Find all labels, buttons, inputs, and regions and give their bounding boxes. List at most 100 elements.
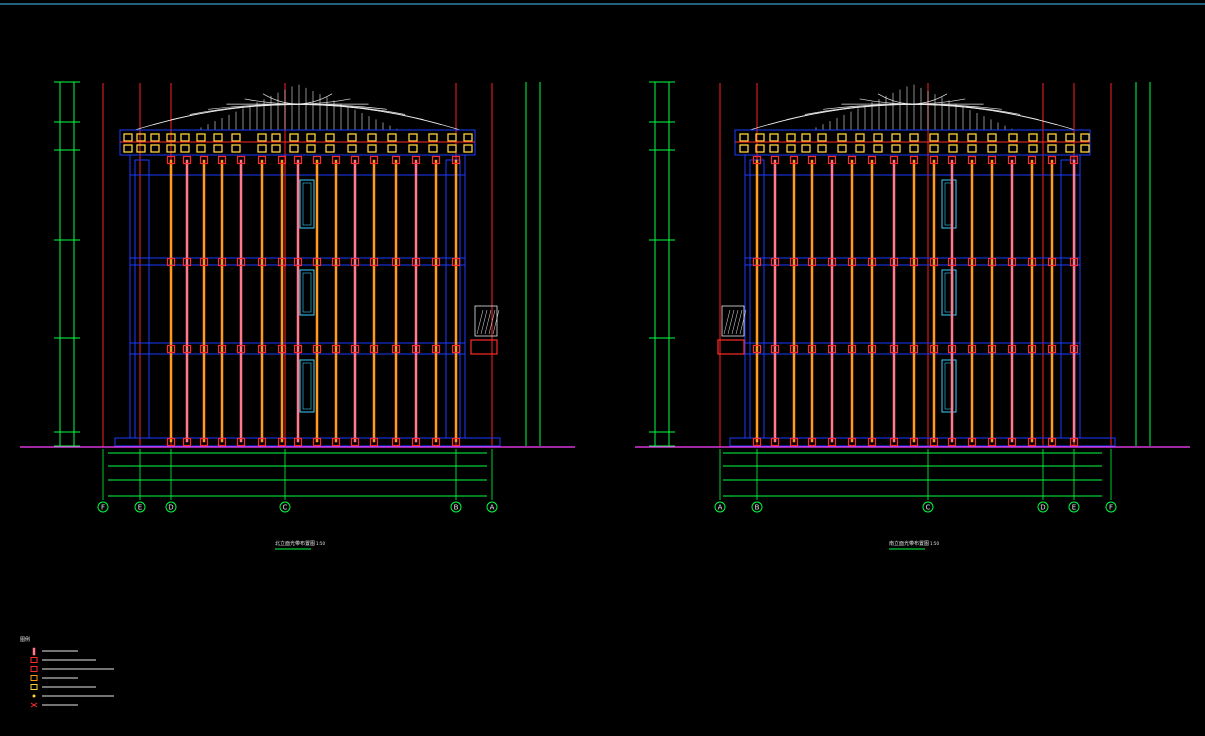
light-node (199, 257, 209, 267)
light-node (847, 257, 857, 267)
light-rod (296, 159, 300, 443)
light-node (929, 257, 939, 267)
light-node (293, 344, 303, 354)
light-rod (830, 159, 834, 443)
cornice-light (987, 133, 997, 142)
light-node (752, 437, 762, 447)
porch-hatch (727, 309, 735, 335)
light-node (257, 437, 267, 447)
axis-bubble (751, 501, 763, 513)
cornice-light (166, 133, 176, 142)
light-node (257, 155, 267, 165)
axis-label: F (101, 504, 105, 512)
light-node (1069, 257, 1079, 267)
cornice-light (447, 144, 457, 153)
legend-symbol-cross (30, 702, 38, 708)
axis-bubble (165, 501, 177, 513)
light-rod (334, 159, 338, 443)
cornice-light (150, 133, 160, 142)
axis-bubble (1037, 501, 1049, 513)
light-rod (850, 159, 854, 443)
porch-hatch (488, 309, 496, 335)
cornice-light (408, 133, 418, 142)
porch-hatch (723, 309, 731, 335)
light-rod (372, 159, 376, 443)
axis-label: C (926, 504, 931, 512)
cornice-light (257, 133, 267, 142)
light-rod (1010, 159, 1014, 443)
light-node (182, 155, 192, 165)
axis-label: A (718, 504, 723, 512)
cornice-light (801, 144, 811, 153)
axis-bubble (714, 501, 726, 513)
light-node (293, 437, 303, 447)
light-rod (755, 159, 759, 443)
light-node (967, 344, 977, 354)
cornice-light (801, 133, 811, 142)
light-node (867, 257, 877, 267)
cornice-light (837, 144, 847, 153)
cornice-light (123, 144, 133, 153)
light-node (350, 257, 360, 267)
cornice-light (166, 144, 176, 153)
light-node (331, 155, 341, 165)
light-node (987, 437, 997, 447)
cornice-light (1028, 133, 1038, 142)
light-node (909, 155, 919, 165)
porch-light (470, 339, 498, 355)
light-node (807, 257, 817, 267)
light-node (350, 437, 360, 447)
roof-tile-row (262, 93, 333, 105)
light-node (411, 155, 421, 165)
light-node (451, 155, 461, 165)
light-node (987, 257, 997, 267)
cornice-light (428, 133, 438, 142)
light-node (391, 155, 401, 165)
porch-hatch (492, 309, 500, 335)
axis-label: B (454, 504, 459, 512)
cornice-light (1028, 144, 1038, 153)
cornice-light (231, 144, 241, 153)
light-node (827, 437, 837, 447)
cornice-light (325, 133, 335, 142)
light-node (827, 344, 837, 354)
light-node (277, 155, 287, 165)
light-rod (950, 159, 954, 443)
light-node (166, 257, 176, 267)
cornice-light (817, 133, 827, 142)
porch-hatch (731, 309, 739, 335)
light-node (431, 344, 441, 354)
light-rod (280, 159, 284, 443)
light-node (236, 344, 246, 354)
light-node (929, 437, 939, 447)
cornice-light (1080, 144, 1090, 153)
light-node (827, 155, 837, 165)
cornice-light (817, 144, 827, 153)
cornice-light (739, 133, 749, 142)
light-node (1007, 344, 1017, 354)
light-node (889, 437, 899, 447)
light-node (166, 344, 176, 354)
cornice-light (855, 133, 865, 142)
legend-heading: 图例 (20, 636, 30, 643)
cornice-light (1008, 133, 1018, 142)
light-node (789, 155, 799, 165)
cornice-light (1065, 144, 1075, 153)
light-node (909, 344, 919, 354)
south-elevation-title: 南立面光带布置图 1:50 (889, 540, 939, 550)
light-node (312, 344, 322, 354)
light-node (1027, 257, 1037, 267)
light-node (1027, 437, 1037, 447)
light-node (431, 155, 441, 165)
axis-label: C (283, 504, 288, 512)
light-node (967, 257, 977, 267)
cornice-light (929, 144, 939, 153)
light-node (217, 155, 227, 165)
light-rod (970, 159, 974, 443)
cornice-light (873, 133, 883, 142)
cornice-light (786, 144, 796, 153)
pilaster (445, 159, 461, 439)
